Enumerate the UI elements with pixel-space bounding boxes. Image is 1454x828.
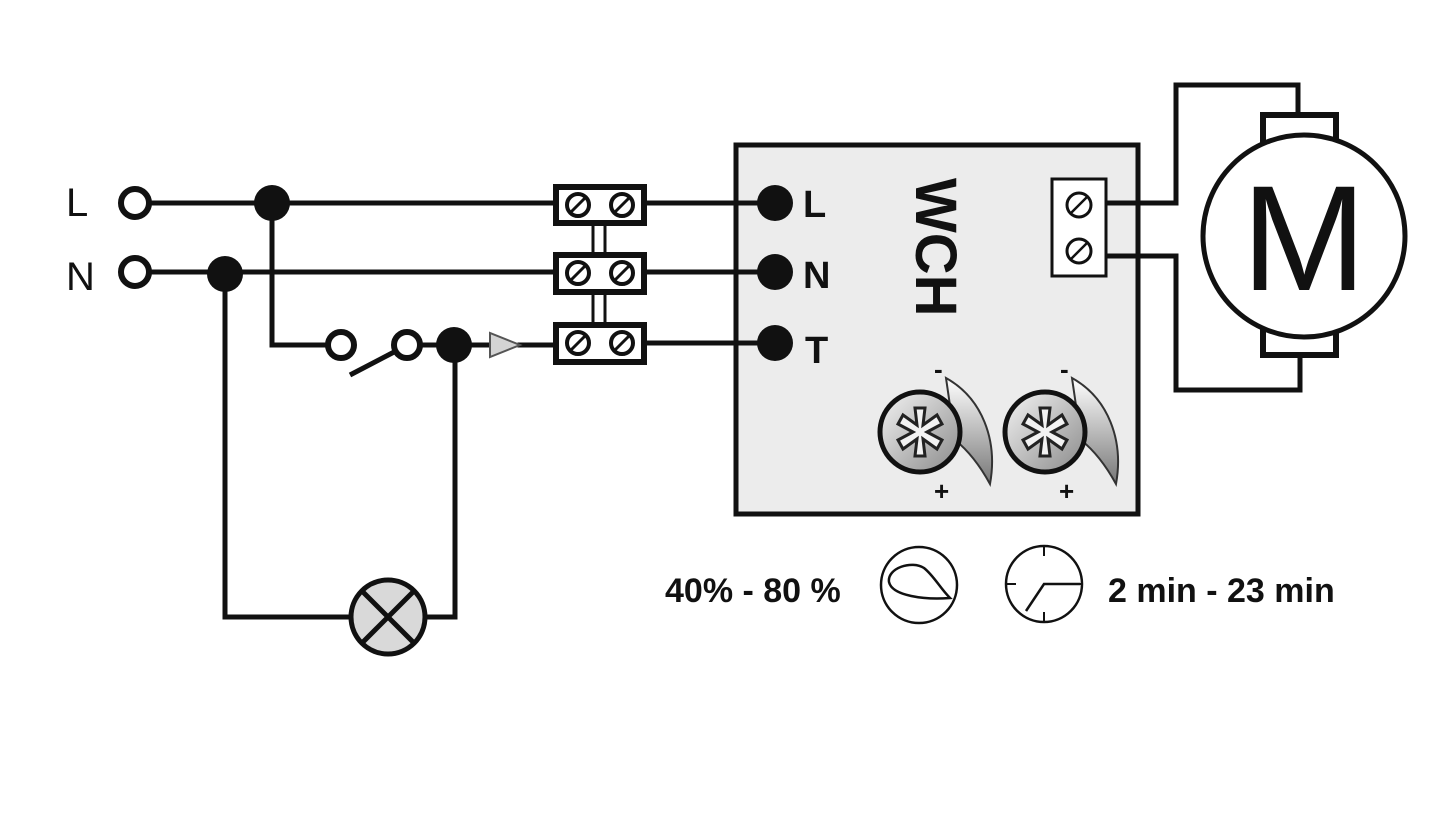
lamp-icon xyxy=(348,577,428,657)
humidity-potentiometer[interactable]: - + xyxy=(877,354,994,506)
terminal-strip xyxy=(553,184,647,365)
clock-icon xyxy=(1004,544,1084,624)
pot-minus-label: - xyxy=(1060,354,1069,384)
humidity-range-label: 40% - 80 % xyxy=(665,572,841,610)
module-name: WCH xyxy=(903,178,968,317)
input-l-label: L xyxy=(66,181,88,225)
pot-minus-label: - xyxy=(934,354,943,384)
switch-icon xyxy=(325,327,472,378)
motor-connector xyxy=(1050,177,1108,278)
input-l-terminal xyxy=(118,186,152,220)
input-n-terminal xyxy=(118,255,152,289)
pot-plus-label: + xyxy=(934,476,949,506)
junction-dot xyxy=(254,185,290,221)
terminal-block xyxy=(553,252,647,295)
junction-dot xyxy=(207,256,243,292)
motor-symbol: M xyxy=(1200,112,1408,358)
time-potentiometer[interactable]: - + xyxy=(1002,354,1120,506)
input-n-label: N xyxy=(66,255,95,299)
terminal-l-dot xyxy=(757,185,793,221)
time-range-label: 2 min - 23 min xyxy=(1108,572,1335,610)
terminal-n-dot xyxy=(757,254,793,290)
pot-plus-label: + xyxy=(1059,476,1074,506)
terminal-l-label: L xyxy=(803,184,826,226)
terminal-n-label: N xyxy=(803,255,830,297)
terminal-block xyxy=(553,184,647,226)
arrow-icon xyxy=(489,331,523,359)
terminal-t-label: T xyxy=(805,330,828,372)
motor-label: M xyxy=(1242,154,1367,322)
humidity-drop-icon xyxy=(879,545,959,625)
terminal-t-dot xyxy=(757,325,793,361)
terminal-block xyxy=(553,322,647,365)
